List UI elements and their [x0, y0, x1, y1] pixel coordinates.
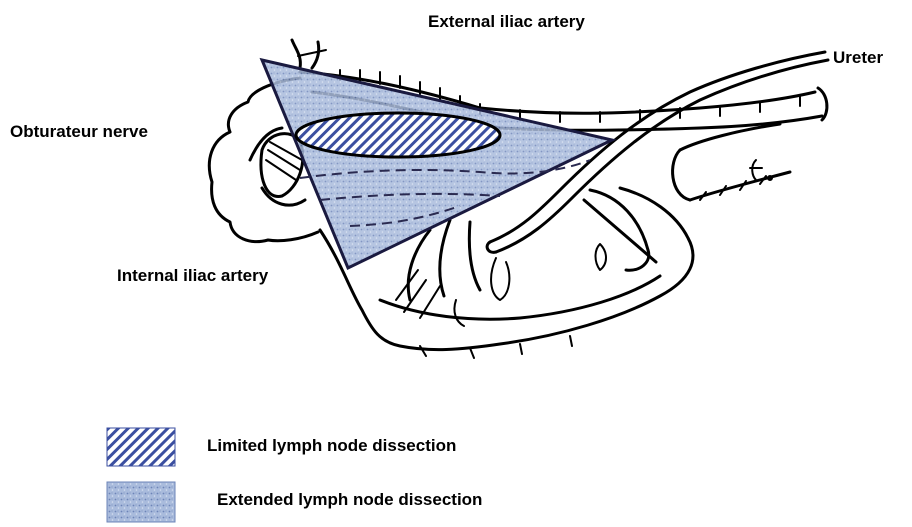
legend-extended-swatch: [107, 482, 175, 522]
legend-limited-label: Limited lymph node dissection: [207, 436, 456, 456]
legend-extended-label: Extended lymph node dissection: [217, 490, 482, 510]
obturateur-nerve-label: Obturateur nerve: [10, 122, 148, 142]
legend-limited-swatch: [107, 428, 175, 466]
ureter-label: Ureter: [833, 48, 883, 68]
external-iliac-artery-label: External iliac artery: [428, 12, 585, 32]
limited-dissection-region: [296, 113, 500, 157]
internal-iliac-artery-label: Internal iliac artery: [117, 266, 268, 286]
extended-dissection-region: [262, 60, 612, 268]
